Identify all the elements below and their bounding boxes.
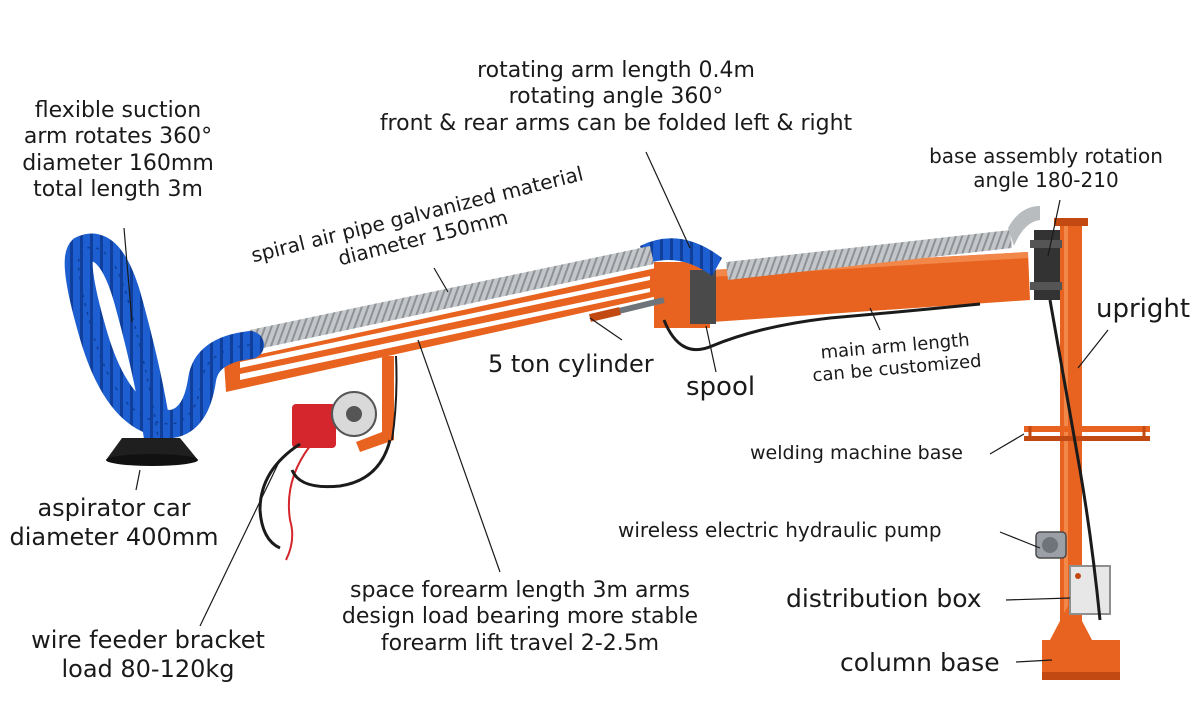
rotating-joint <box>640 238 722 328</box>
label-forearm-line2: design load bearing more stable <box>341 604 699 630</box>
label-rotating-arm-line2: rotating angle 360° <box>508 84 724 110</box>
label-column-base-text: column base <box>840 648 1000 677</box>
welding-platform <box>1024 426 1150 441</box>
feeder-cable <box>290 439 392 489</box>
label-flexible-arm-line4: total length 3m <box>33 177 203 203</box>
label-wire-feeder: wire feeder bracket load 80-120kg <box>31 626 265 684</box>
label-wire-feeder-line2: load 80-120kg <box>61 654 235 683</box>
label-rotating-arm-line3: front & rear arms can be folded left & r… <box>379 110 853 136</box>
column-cable <box>1048 299 1102 621</box>
torch-cable <box>258 442 301 550</box>
forearm-shape <box>224 268 658 392</box>
leader-lines <box>123 151 1109 663</box>
label-welding-base-text: welding machine base <box>750 442 963 464</box>
label-flexible-arm-line1: flexible suction <box>34 98 202 123</box>
label-rotating-arm-line1: rotating arm length 0.4m <box>477 58 755 83</box>
wire-feeder-shape <box>292 391 377 448</box>
label-welding-base: welding machine base <box>750 442 963 465</box>
label-column-base: column base <box>840 648 1000 678</box>
forearm-pipe <box>250 246 654 350</box>
label-cylinder-text: 5 ton cylinder <box>488 350 654 378</box>
cylinder-shape <box>589 297 665 322</box>
label-wire-feeder-line1: wire feeder bracket <box>31 626 265 654</box>
label-base-rotation-line2: angle 180-210 <box>973 168 1119 192</box>
spool-cable <box>662 302 981 352</box>
label-base-rotation: base assembly rotation angle 180-210 <box>929 144 1163 192</box>
hydraulic-pump-shape <box>1035 531 1067 559</box>
label-aspirator: aspirator car diameter 400mm <box>10 494 219 552</box>
label-forearm-line3: forearm lift travel 2-2.5m <box>380 630 660 656</box>
label-flexible-arm-line2: arm rotates 360° <box>23 124 213 150</box>
aspirator-hood <box>106 438 198 466</box>
label-hydraulic-pump-text: wireless electric hydraulic pump <box>618 518 942 542</box>
label-cylinder: 5 ton cylinder <box>488 350 654 379</box>
label-hydraulic-pump: wireless electric hydraulic pump <box>618 518 942 542</box>
label-upright: upright <box>1096 294 1190 325</box>
base-assembly-mount <box>1030 230 1062 300</box>
label-aspirator-line2: diameter 400mm <box>9 522 219 551</box>
label-flexible-arm: flexible suction arm rotates 360° diamet… <box>22 98 214 204</box>
label-base-rotation-line1: base assembly rotation <box>929 144 1163 168</box>
column-base <box>1042 600 1120 680</box>
label-aspirator-line1: aspirator car <box>37 494 191 522</box>
label-distribution-box: distribution box <box>786 584 982 614</box>
label-upright-text: upright <box>1096 294 1191 324</box>
label-rotating-arm: rotating arm length 0.4m rotating angle … <box>380 58 852 137</box>
label-forearm: space forearm length 3m arms design load… <box>342 578 698 657</box>
label-forearm-line1: space forearm length 3m arms <box>350 578 690 603</box>
forearm-cable <box>391 355 398 441</box>
main-arm-pipe <box>726 206 1040 280</box>
torch-cable-red <box>285 445 311 561</box>
label-flexible-arm-line3: diameter 160mm <box>22 150 214 176</box>
label-spool: spool <box>686 372 755 403</box>
flexible-hose <box>64 233 264 452</box>
label-distribution-box-text: distribution box <box>786 584 982 613</box>
label-spool-text: spool <box>686 372 756 402</box>
distribution-box-shape <box>1069 565 1111 615</box>
upright-column <box>1054 218 1088 677</box>
wire-feeder-bracket <box>356 356 394 452</box>
